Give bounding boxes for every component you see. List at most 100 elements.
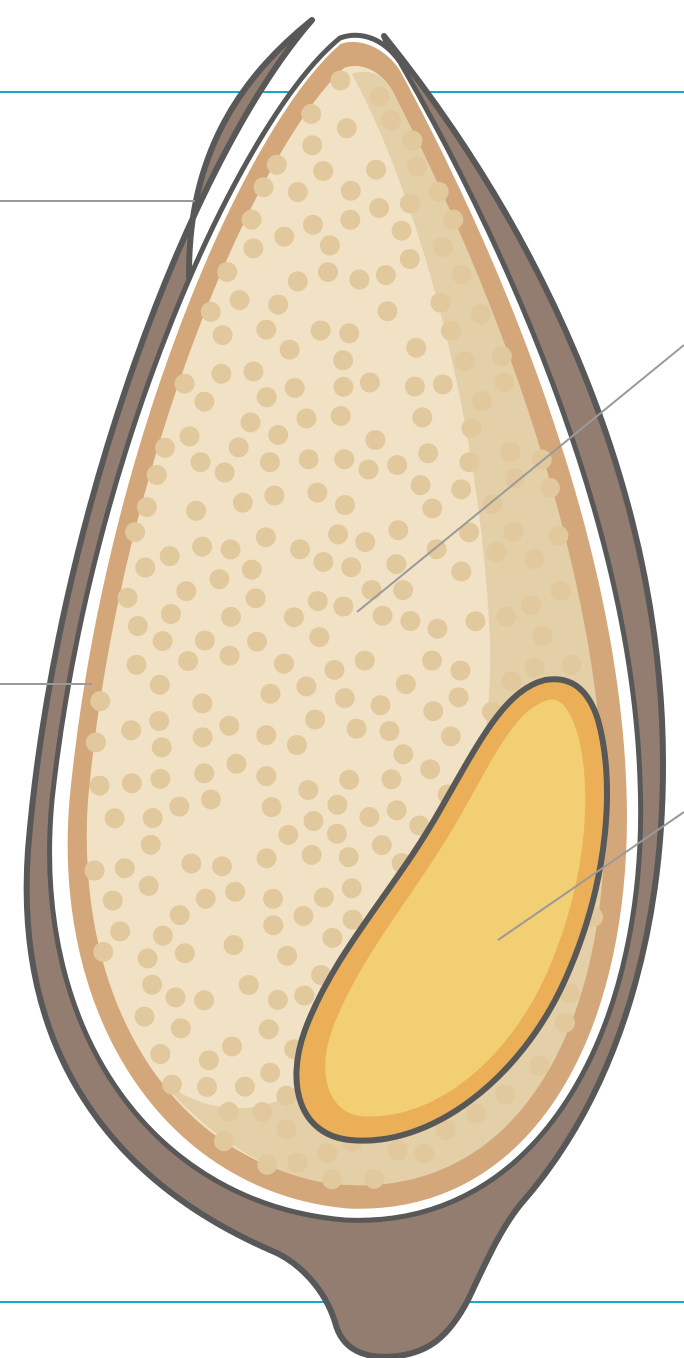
starch-granule [90,691,110,711]
starch-granule [247,632,267,652]
starch-granule [239,975,259,995]
starch-granule [460,452,480,472]
starch-granule [503,522,523,542]
starch-granule [307,483,327,503]
starch-granule [471,304,491,324]
starch-granule [195,631,215,651]
starch-granule [169,797,189,817]
starch-granule [325,660,345,680]
starch-granule [180,426,200,446]
starch-granule [262,797,282,817]
starch-granule [201,302,221,322]
starch-granule [327,824,347,844]
starch-granule [396,674,416,694]
starch-granule [193,727,213,747]
starch-granule [259,1019,279,1039]
starch-granule [268,990,288,1010]
starch-granule [327,795,347,815]
starch-granule [359,807,379,827]
starch-granule [381,110,401,130]
starch-granule [308,591,328,611]
starch-granule [257,848,277,868]
starch-granule [400,249,420,269]
starch-granule [222,1037,242,1057]
starch-granule [393,744,413,764]
starch-granule [487,542,507,562]
starch-granule [263,915,283,935]
starch-granule [294,986,314,1006]
starch-granule [276,1086,296,1106]
starch-granule [318,262,338,282]
starch-granule [220,646,240,666]
starch-granule [342,878,362,898]
starch-granule [170,905,190,925]
starch-granule [318,1143,338,1163]
starch-granule [278,825,298,845]
starch-granule [328,524,348,544]
starch-granule [320,235,340,255]
starch-granule [303,215,323,235]
starch-granule [93,942,113,962]
starch-granule [267,155,287,175]
starch-granule [175,943,195,963]
starch-granule [287,1153,307,1173]
starch-granule [150,675,170,695]
starch-granule [335,495,355,515]
starch-granule [455,351,475,371]
starch-granule [280,340,300,360]
starch-granule [502,671,522,691]
starch-granule [322,928,342,948]
starch-granule [260,1063,280,1083]
starch-granule [219,1102,239,1122]
starch-granule [335,688,355,708]
starch-granule [333,597,353,617]
starch-granule [257,1155,277,1175]
starch-granule [252,1102,272,1122]
starch-granule [388,1141,408,1161]
starch-granule [402,131,422,151]
starch-granule [224,935,244,955]
starch-granule [301,104,321,124]
starch-granule [178,651,198,671]
starch-granule [360,373,380,393]
starch-granule [441,726,461,746]
starch-granule [118,588,138,608]
starch-granule [225,882,245,902]
starch-granule [153,926,173,946]
starch-granule [274,654,294,674]
starch-granule [86,732,106,752]
starch-granule [235,1077,255,1097]
starch-granule [339,847,359,867]
starch-granule [381,769,401,789]
starch-granule [529,1056,549,1076]
starch-granule [555,1013,575,1033]
starch-granule [268,295,288,315]
starch-granule [433,375,453,395]
starch-granule [261,684,281,704]
starch-granule [121,720,141,740]
starch-granule [290,539,310,559]
starch-granule [242,560,262,580]
starch-granule [246,588,266,608]
starch-granule [305,710,325,730]
starch-granule [186,501,206,521]
starch-granule [221,539,241,559]
starch-granule [150,769,170,789]
starch-granule [525,658,545,678]
starch-granule [128,616,148,636]
starch-granule [494,373,514,393]
starch-granule [155,438,175,458]
starch-granule [256,766,276,786]
starch-granule [349,270,369,290]
starch-granule [213,325,233,345]
starch-granule [386,554,406,574]
starch-granule [243,238,263,258]
starch-granule [452,265,472,285]
starch-granule [443,210,463,230]
starch-granule [496,607,516,627]
starch-granule [422,498,442,518]
starch-granule [122,773,142,793]
starch-granule [176,581,196,601]
starch-granule [339,770,359,790]
starch-granule [406,338,426,358]
